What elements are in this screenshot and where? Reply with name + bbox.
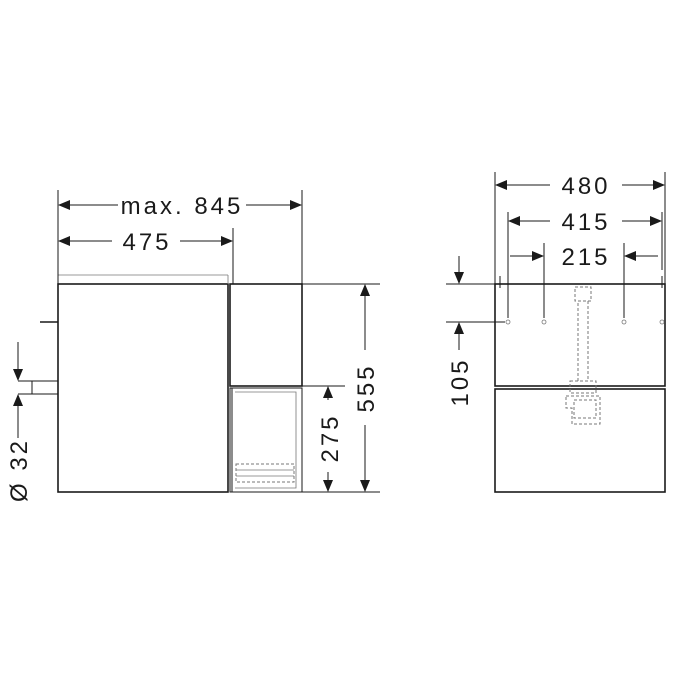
dim-height-label: 555 [353,363,380,412]
dim-width-label: 480 [561,173,610,200]
dim-depth-label: 475 [122,229,171,256]
dim-hole-span-label: 415 [561,209,610,236]
mount-hole [541,319,547,325]
drawer-insert [235,463,295,483]
lower-drawer-front [229,387,303,493]
upper-drawer-front [229,283,303,387]
dim-drawer-height-label: 275 [317,413,344,462]
dim-inner-span-label: 215 [561,244,610,271]
front-lower-drawer [494,388,666,493]
cabinet-body [57,283,229,493]
front-upper-drawer [494,283,666,387]
dim-outlet-diameter-label: Ø 32 [6,438,33,502]
dim-hole-height-label: 105 [447,357,474,406]
siphon-outline [565,286,601,425]
mount-hole [659,319,665,325]
dim-max-depth-label: max. 845 [121,193,244,220]
side-view: max. 845 475 555 275 Ø 32 [6,190,380,502]
drawer-box [235,391,297,489]
waste-pipe [31,380,59,395]
mount-hole [621,319,627,325]
front-view: 480 415 215 105 [446,172,666,493]
mount-hole [505,319,511,325]
